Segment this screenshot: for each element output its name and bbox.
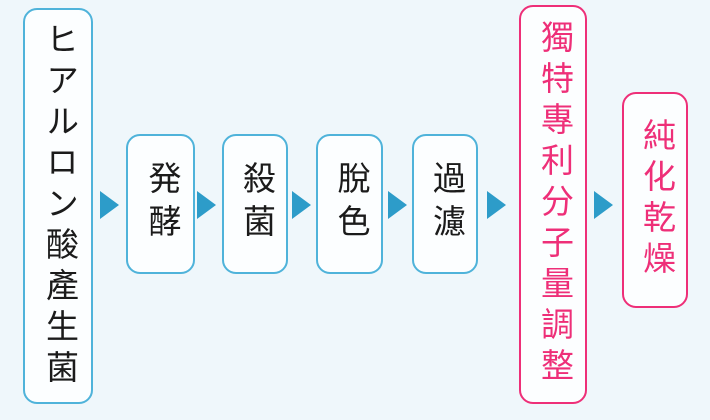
flow-step-label: 殺菌 [237, 161, 274, 247]
flow-step-fermentation: 発酵 [126, 134, 195, 274]
flow-step-hyaluronic-acid-producing-bacteria: ヒアルロン酸產生菌 [23, 8, 93, 404]
flow-step-label: 純化乾燥 [637, 118, 674, 282]
flow-step-label: ヒアルロン酸產生菌 [40, 21, 77, 391]
flow-step-decolorization: 脫色 [316, 134, 383, 274]
flow-step-label: 脫色 [332, 161, 368, 247]
arrow-right-icon [487, 191, 506, 219]
flow-step-label: 過濾 [427, 161, 464, 247]
flow-step-sterilization: 殺菌 [222, 134, 288, 274]
flow-step-patented-molecular-weight-adjustment: 獨特專利分子量調整 [519, 5, 587, 404]
arrow-right-icon [594, 191, 613, 219]
flow-step-filtration: 過濾 [412, 134, 478, 274]
arrow-right-icon [100, 191, 119, 219]
flow-step-label: 発酵 [143, 161, 179, 247]
arrow-right-icon [197, 191, 216, 219]
flow-step-label: 獨特專利分子量調整 [535, 20, 572, 389]
arrow-right-icon [388, 191, 407, 219]
arrow-right-icon [292, 191, 311, 219]
flow-step-purification-drying: 純化乾燥 [622, 92, 688, 308]
